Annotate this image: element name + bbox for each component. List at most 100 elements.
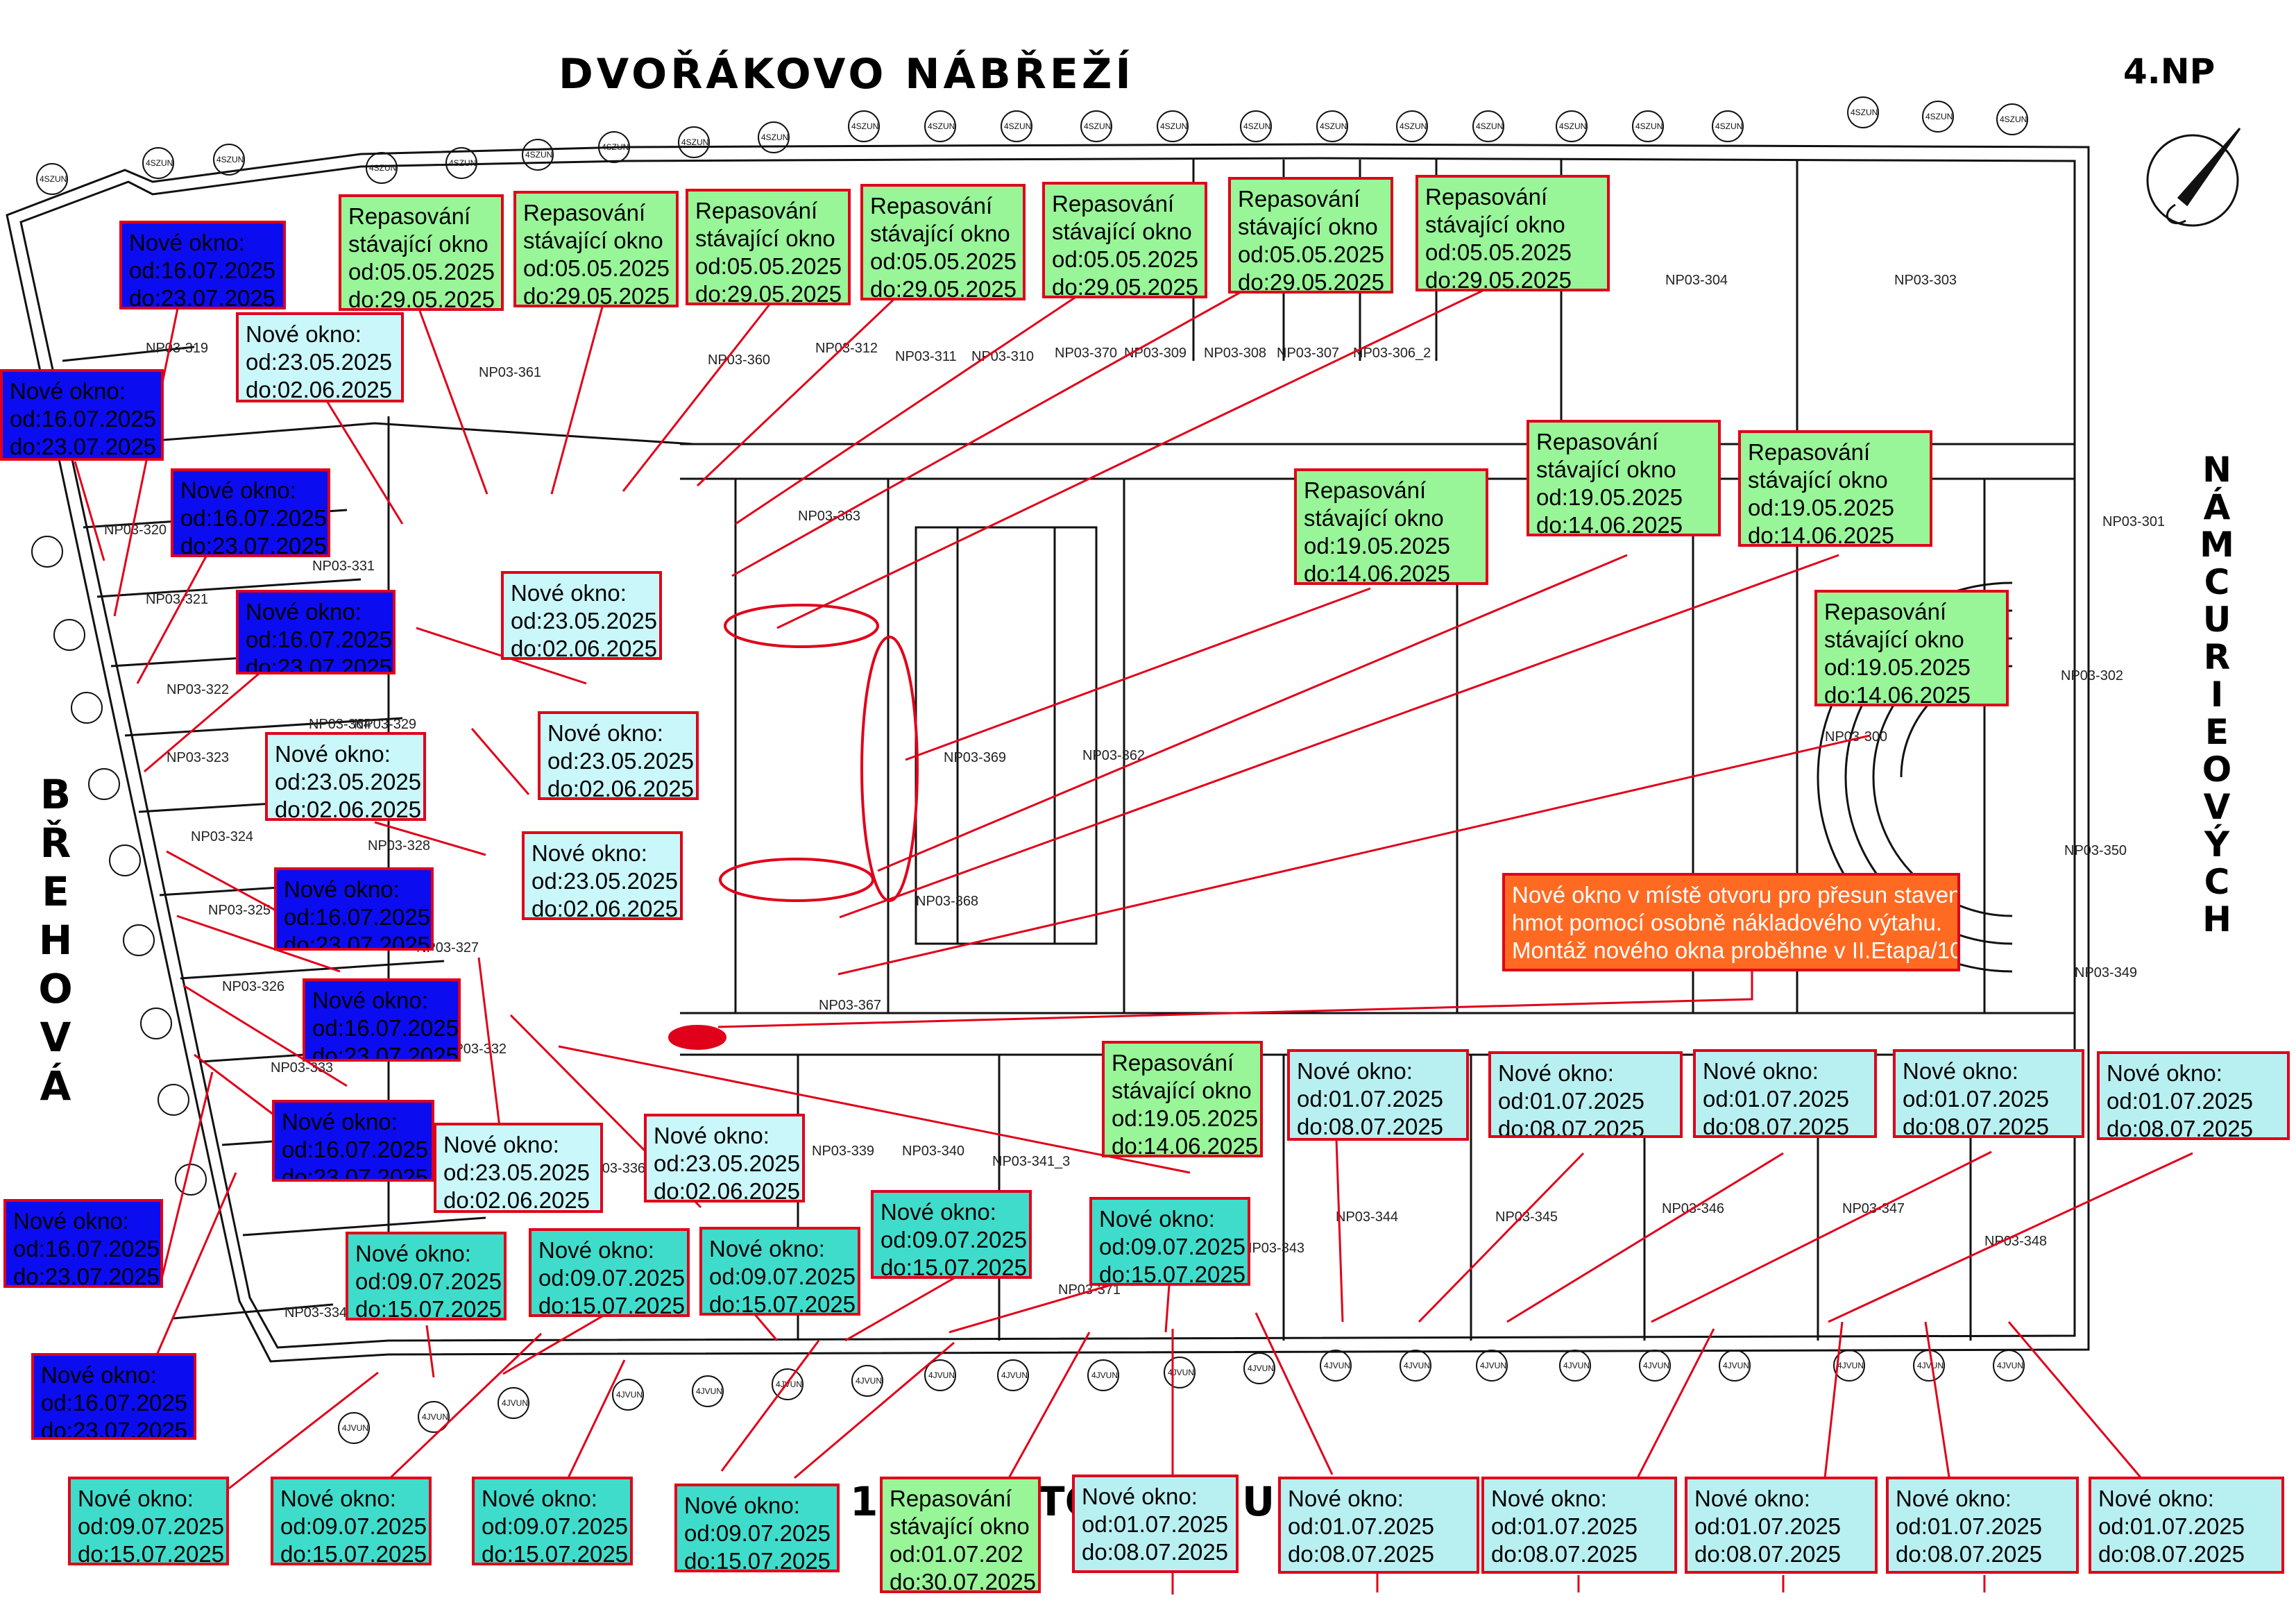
svg-text:NP03-368: NP03-368 [916, 894, 978, 909]
callout-line: Repasování [1425, 184, 1548, 210]
callout-line: Nové okno: [709, 1236, 825, 1261]
highlight-ellipses [668, 604, 919, 1050]
svg-text:NP03-326: NP03-326 [222, 979, 284, 994]
svg-text:NP03-319: NP03-319 [146, 341, 208, 356]
callout-line: od:19.05.2025 [1748, 495, 1895, 520]
callout-line: od:09.07.2025 [684, 1520, 831, 1546]
callout-line: od:05.05.2025 [1425, 239, 1572, 265]
svg-text:NP03-333: NP03-333 [271, 1060, 333, 1076]
svg-text:NP03-361: NP03-361 [479, 365, 541, 380]
callout-line: Nové okno: [1498, 1060, 1614, 1086]
callout-line: od:01.07.2025 [1896, 1513, 2043, 1539]
street-letter: Ř [40, 819, 71, 867]
callout-line: od:23.05.2025 [443, 1159, 590, 1185]
callout-line: od:23.05.2025 [532, 868, 679, 894]
callout-line: od:01.07.2025 [1498, 1088, 1645, 1114]
callout-line: stávající okno [1238, 214, 1378, 239]
callout-line: Nové okno: [1903, 1058, 2018, 1084]
svg-text:NP03-310: NP03-310 [971, 349, 1034, 364]
callout-line: Repasování [1824, 599, 1947, 624]
callout-line: do:23.07.2025 [282, 1164, 429, 1182]
callout-line: stávající okno [870, 221, 1010, 246]
svg-text:NP03-329: NP03-329 [354, 717, 416, 732]
street-name-bottom-1: 1 [850, 1478, 878, 1525]
callout-line: Repasování [870, 193, 993, 219]
callout-line: do:02.06.2025 [443, 1187, 590, 1213]
svg-text:NP03-308: NP03-308 [1204, 346, 1266, 361]
svg-text:4SZUN: 4SZUN [1160, 121, 1187, 131]
callout-line: stávající okno [890, 1513, 1030, 1539]
callout-line: Nové okno: [511, 580, 627, 606]
callout-line: Repasování [695, 198, 818, 223]
callout-line: do:23.07.2025 [180, 533, 328, 557]
svg-text:4JVUN: 4JVUN [1917, 1361, 1944, 1370]
svg-text:4JVUN: 4JVUN [1168, 1368, 1194, 1377]
callout-line: od:19.05.2025 [1112, 1105, 1259, 1131]
callout-line: od:16.07.2025 [41, 1390, 188, 1416]
callout-line: od:23.05.2025 [511, 608, 658, 634]
street-name-left: B Ř E H O V Á [31, 770, 80, 1110]
street-letter: U [2202, 600, 2231, 640]
callout-line: od:01.07.2025 [1903, 1086, 2050, 1112]
svg-text:NP03-325: NP03-325 [208, 903, 271, 918]
callout-line: do:29.05.2025 [1238, 269, 1385, 294]
callout-line: od:01.07.202 [890, 1541, 1023, 1567]
street-letter: V [2203, 787, 2231, 827]
callout-line: od:05.05.2025 [695, 253, 842, 279]
callout-line: stávající okno [348, 231, 488, 257]
svg-text:NP03-304: NP03-304 [1665, 273, 1728, 288]
callout-line: do:14.06.2025 [1748, 522, 1895, 547]
callout-line: stávající okno [1304, 505, 1444, 531]
svg-text:NP03-347: NP03-347 [1842, 1201, 1905, 1216]
callout-line: od:09.07.2025 [78, 1513, 225, 1539]
street-name-top: DVOŘÁKOVO NÁBŘEŽÍ [559, 50, 1134, 99]
callout-line: Nové okno: [1288, 1486, 1404, 1511]
callout-line: do:23.07.2025 [312, 1043, 459, 1062]
callout-line: od:05.05.2025 [523, 255, 670, 281]
callout-line: do:08.07.2025 [1703, 1114, 1850, 1138]
street-letter: Á [2203, 487, 2231, 527]
svg-text:NP03-320: NP03-320 [104, 522, 167, 538]
callout-line: Nové okno: [532, 840, 647, 866]
callout-line: Nové okno: [547, 720, 663, 746]
svg-text:4SZUN: 4SZUN [761, 133, 788, 142]
svg-text:NP03-341_3: NP03-341_3 [992, 1154, 1070, 1169]
callout-line: stávající okno [1748, 467, 1888, 493]
svg-text:NP03-369: NP03-369 [944, 750, 1006, 765]
callout-line: Nové okno: [10, 378, 126, 404]
street-letter: H [38, 917, 73, 964]
svg-text:NP03-345: NP03-345 [1495, 1209, 1558, 1225]
svg-text:NP03-343: NP03-343 [1242, 1241, 1304, 1256]
callout-line: do:15.07.2025 [881, 1255, 1028, 1279]
svg-text:4SZUN: 4SZUN [928, 121, 955, 131]
callout-line: do:15.07.2025 [709, 1291, 856, 1316]
callout-line: Nové okno: [538, 1237, 654, 1263]
callout-line: do:29.05.2025 [1052, 274, 1199, 298]
window-tags-left [31, 536, 207, 1196]
svg-text:4JVUN: 4JVUN [1563, 1361, 1590, 1370]
callout-line: Nové okno: [684, 1493, 800, 1518]
callout-line: Nové okno: [312, 987, 428, 1013]
svg-text:4JVUN: 4JVUN [1480, 1361, 1506, 1370]
callout-line: Repasování [348, 203, 471, 229]
svg-text:NP03-307: NP03-307 [1277, 346, 1339, 361]
svg-text:4JVUN: 4JVUN [616, 1390, 643, 1400]
svg-text:NP03-370: NP03-370 [1055, 346, 1117, 361]
